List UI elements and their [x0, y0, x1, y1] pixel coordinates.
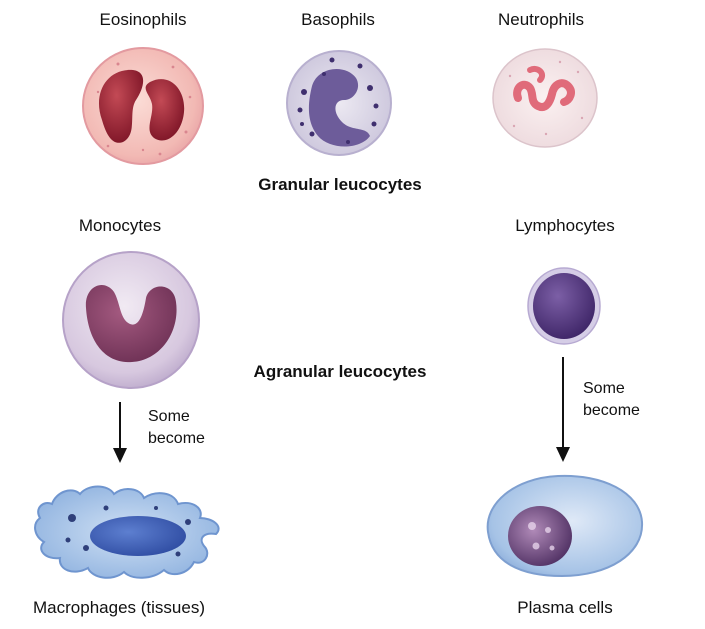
left-note-line1: Some [148, 408, 190, 425]
monocytes-label: Monocytes [78, 216, 162, 235]
agranular-leucocytes-label: Agranular leucocytes [253, 362, 427, 381]
right-note-line1: Some [583, 380, 625, 397]
monocyte-cell-image [58, 248, 204, 394]
lymphocyte-to-plasma-arrow [554, 357, 572, 468]
left-some-become-note: Some become [148, 406, 205, 450]
monocyte-to-macrophage-arrow [111, 402, 129, 469]
plasma-cell-image [478, 470, 646, 582]
neutrophil-cell-image [490, 46, 600, 151]
macrophage-cell-image [28, 478, 233, 586]
basophil-cell-image [282, 46, 397, 161]
basophils-label: Basophils [301, 10, 375, 29]
right-some-become-note: Some become [583, 378, 640, 422]
lymphocyte-cell-image [525, 265, 603, 347]
granular-leucocytes-label: Granular leucocytes [258, 175, 422, 194]
blank-label-area [252, 312, 464, 350]
eosinophil-cell-image [78, 42, 208, 172]
lymphocytes-label: Lymphocytes [515, 216, 615, 235]
left-note-line2: become [148, 430, 205, 447]
plasma-cells-label: Plasma cells [517, 598, 613, 617]
eosinophils-label: Eosinophils [99, 10, 187, 29]
macrophages-label: Macrophages (tissues) [33, 598, 205, 617]
neutrophils-label: Neutrophils [498, 10, 584, 29]
right-note-line2: become [583, 402, 640, 419]
